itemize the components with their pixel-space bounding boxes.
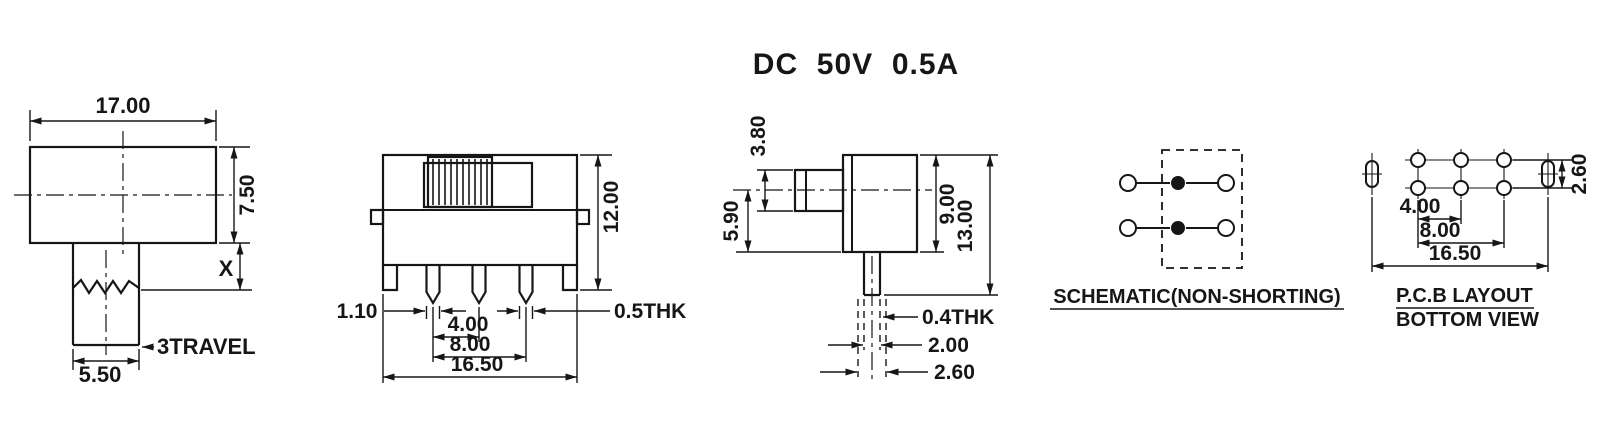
slider-dashed-box <box>1161 149 1243 269</box>
dim-side-body-height: 9.00 <box>920 154 998 253</box>
dim-text-travel-note: 3TRAVEL <box>157 334 256 359</box>
terminal-pin-2 <box>471 265 487 306</box>
dim-top-width: 17.00 <box>29 93 217 141</box>
schematic-view: SCHEMATIC(NON-SHORTING) <box>1050 149 1344 310</box>
dim-text-pcb-hole-span: 8.00 <box>1420 219 1461 242</box>
dim-text-pin-pitch: 4.00 <box>448 313 489 336</box>
dim-text-knob-height: 3.80 <box>747 116 770 157</box>
pcb-hole-4 <box>1410 180 1426 196</box>
drawing-title: DC 50V 0.5A <box>753 48 959 81</box>
bracket-foot-left <box>381 265 399 292</box>
dim-text-travel-x: X <box>219 256 234 281</box>
terminal-open-3 <box>1217 174 1235 192</box>
dim-side-pin-tip: 2.60 <box>820 361 975 384</box>
pcb-hole-6 <box>1496 180 1512 196</box>
terminal-open-1 <box>1119 174 1137 192</box>
dim-text-pin-thickness: 0.4THK <box>922 306 994 329</box>
terminal-pin-3 <box>518 265 534 306</box>
dim-terminal-thickness: 0.5THK <box>497 300 686 323</box>
terminal-common-1 <box>1171 176 1185 190</box>
dim-text-front-height: 12.00 <box>600 181 623 234</box>
front-view: 12.00 1.10 4.00 8.00 16.50 <box>337 153 686 383</box>
dim-pin-pitch: 4.00 <box>432 307 489 362</box>
side-view: 3.80 5.90 9.00 13.00 0.4THK 2.00 <box>720 116 998 384</box>
dim-text-overall-width: 16.50 <box>451 353 504 376</box>
pcb-hole-3 <box>1496 152 1512 168</box>
dim-text-side-pin-tip: 2.60 <box>934 361 975 384</box>
mount-ear-left <box>369 208 385 226</box>
slider-track <box>422 161 534 209</box>
dim-side-overall-height: 13.00 <box>884 155 998 296</box>
dim-text-knob-center-offset: 5.90 <box>720 201 743 242</box>
dim-text-width: 17.00 <box>95 93 150 118</box>
knob-break-line <box>72 278 140 296</box>
dim-text-pin-span: 8.00 <box>450 333 491 356</box>
terminal-open-2 <box>1119 219 1137 237</box>
side-knob-outline <box>793 168 845 213</box>
side-body-outline <box>841 153 919 254</box>
dim-text-side-pin-width: 2.00 <box>928 334 969 357</box>
dim-pin-thickness: 0.4THK <box>883 306 994 329</box>
schematic-label: SCHEMATIC(NON-SHORTING) <box>1053 286 1340 308</box>
dim-text-knob-width: 5.50 <box>79 362 122 387</box>
dim-overall-width: 16.50 <box>382 294 578 383</box>
dim-top-knob-width: 5.50 <box>72 349 140 387</box>
dim-knob-center-offset: 5.90 <box>720 190 841 253</box>
dim-pcb-slot-span: 16.50 <box>1371 197 1549 272</box>
knob-outline <box>71 243 141 347</box>
dim-pin-width: 1.10 <box>337 300 466 323</box>
dim-text-pcb-row-pitch: 2.60 <box>1568 154 1591 195</box>
terminal-common-2 <box>1171 221 1185 235</box>
dim-top-travel-note: 3TRAVEL <box>142 334 256 359</box>
pcb-hole-2 <box>1453 152 1469 168</box>
slider-knob <box>426 155 494 209</box>
dim-pcb-hole-span: 8.00 <box>1418 200 1505 248</box>
dim-top-height: 7.50 <box>219 146 259 244</box>
terminal-open-4 <box>1217 219 1235 237</box>
dim-text-side-overall-height: 13.00 <box>954 200 977 253</box>
dim-knob-height: 3.80 <box>747 116 793 212</box>
dim-text-terminal-thickness: 0.5THK <box>614 300 686 323</box>
dim-top-travel: X <box>141 243 252 291</box>
terminal-pin-1 <box>425 265 441 306</box>
pcb-hole-5 <box>1453 180 1469 196</box>
pcb-label-line2: BOTTOM VIEW <box>1396 309 1539 331</box>
top-view: 17.00 7.50 X 3TRAVEL 5.50 <box>14 93 259 387</box>
dim-pcb-row-pitch: 2.60 <box>1513 154 1591 195</box>
dim-text-pin-width: 1.10 <box>337 300 378 323</box>
bracket-foot-right <box>561 265 579 292</box>
pcb-hole-1 <box>1410 152 1426 168</box>
dim-front-height: 12.00 <box>580 154 623 291</box>
slider-knob-serrations <box>432 159 488 205</box>
mount-ear-right <box>575 208 591 226</box>
dim-text-side-body-height: 9.00 <box>936 184 959 225</box>
dim-text-height: 7.50 <box>236 175 259 216</box>
dim-pin-span: 8.00 <box>433 307 527 362</box>
dim-text-pcb-hole-pitch: 4.00 <box>1400 195 1441 218</box>
dim-text-pcb-slot-span: 16.50 <box>1429 242 1482 265</box>
pcb-label-line1: P.C.B LAYOUT <box>1396 285 1533 307</box>
dim-side-pin-width: 2.00 <box>828 334 969 357</box>
switch-body-outline <box>28 145 218 245</box>
pcb-view: 2.60 4.00 8.00 16.50 P.C.B LAYOUT BOTTOM… <box>1362 149 1591 331</box>
